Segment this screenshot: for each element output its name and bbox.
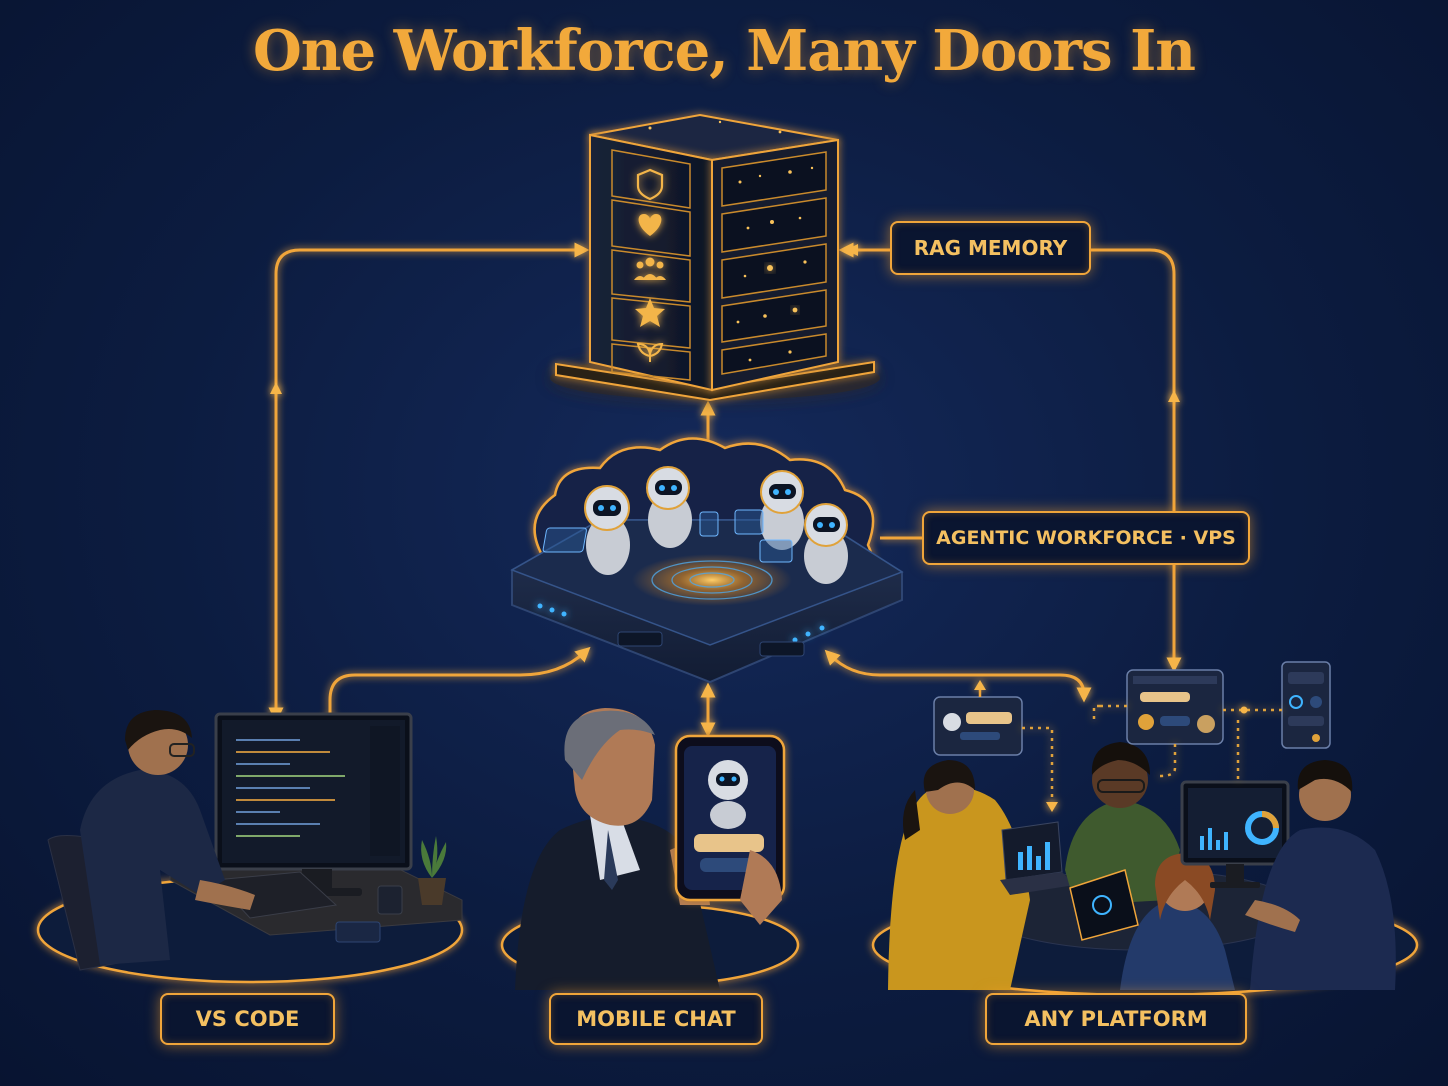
floating-card-dashboard	[1127, 670, 1223, 744]
agentic-workforce-label: AGENTIC WORKFORCE · VPS	[922, 511, 1250, 565]
mobile-chat-label: MOBILE CHAT	[549, 993, 763, 1045]
robot-1	[585, 486, 630, 575]
platform-station	[873, 662, 1417, 995]
robot-2	[647, 467, 692, 548]
line-rag-to-platform	[1091, 250, 1174, 665]
line-server-to-vscode	[276, 250, 582, 715]
vscode-station	[38, 710, 462, 982]
any-platform-label: ANY PLATFORM	[985, 993, 1247, 1045]
mobile-station	[502, 708, 798, 990]
agentic-cloud	[512, 438, 902, 682]
rag-memory-label: RAG MEMORY	[890, 221, 1091, 275]
server-tower	[550, 115, 880, 400]
robot-4	[804, 504, 848, 584]
floating-card-mobile	[1282, 662, 1330, 748]
vs-code-label: VS CODE	[160, 993, 335, 1045]
page-title: One Workforce, Many Doors In	[0, 18, 1448, 84]
robot-3	[760, 471, 804, 550]
line-cloud-to-platform	[830, 655, 1084, 695]
floating-card-chat	[934, 697, 1022, 755]
